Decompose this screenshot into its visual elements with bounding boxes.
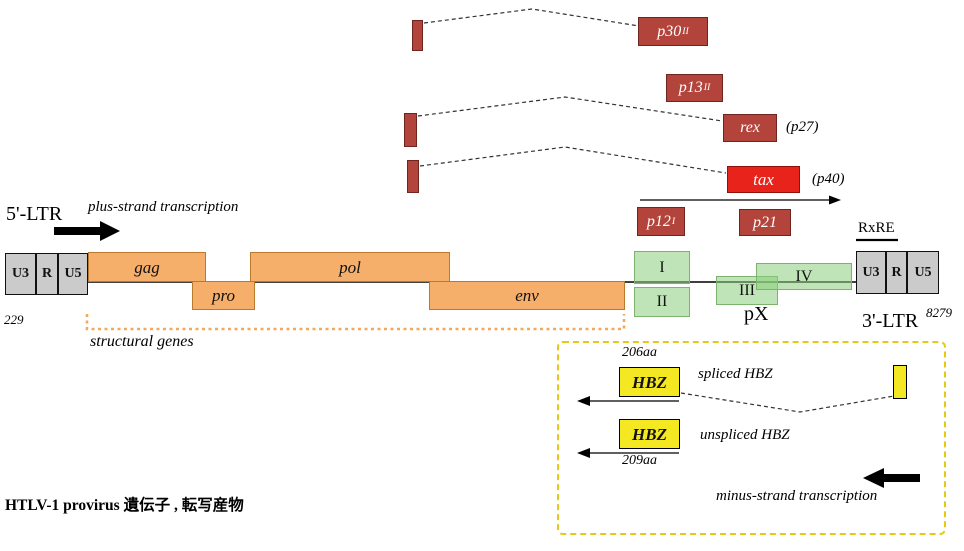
transcript-label-tax: tax (753, 170, 774, 189)
plus-strand-arrow (54, 221, 120, 241)
ltr-right-u5-label: U5 (914, 264, 932, 280)
right-coordinate: 8279 (926, 305, 952, 320)
gene-box-pol: pol (250, 252, 450, 282)
five-ltr-label: 5'-LTR (6, 203, 63, 225)
transcript-box-rex: rex (723, 114, 777, 142)
unspliced-hbz-box: HBZ (619, 419, 680, 449)
left-coordinate: 229 (4, 312, 24, 327)
splice-line-tax (419, 146, 727, 174)
exon-box-tax (407, 160, 419, 193)
ltr-right-u5: U5 (907, 251, 939, 294)
px-orf-1-label: I (659, 258, 665, 276)
ltr-left-u3: U3 (5, 253, 36, 295)
transcript-label-p30: p30 (657, 22, 682, 40)
px-orf-4: IV (756, 263, 852, 290)
spliced-hbz-box: HBZ (619, 367, 680, 397)
hbz-region-frame (557, 341, 946, 535)
minus-strand-label: minus-strand transcription (716, 488, 878, 504)
gene-box-pro: pro (192, 281, 255, 310)
transcript-label-p13: p13 (678, 79, 703, 96)
px-orf-2-label: II (656, 293, 668, 310)
ltr-right-r-label: R (891, 264, 902, 280)
ltr-left-u3-label: U3 (11, 266, 30, 281)
rxre-label: RxRE (858, 220, 895, 236)
px-orf-4-label: IV (795, 267, 813, 285)
structural-genes-bracket (85, 314, 626, 331)
ltr-right-r: R (886, 251, 907, 294)
unspliced-hbz-aa: 209aa (622, 453, 657, 468)
transcript-box-tax: tax (727, 166, 800, 193)
gene-box-gag: gag (88, 252, 206, 282)
tax-transcription-arrow (640, 195, 841, 205)
ltr-left-r: R (36, 253, 58, 295)
tax-protein-note: (p40) (812, 171, 845, 187)
gene-label-gag: gag (134, 257, 160, 277)
exon-box-rex (404, 113, 417, 147)
transcript-sup-p30: II (682, 25, 689, 37)
px-orf-3-label: III (739, 281, 755, 299)
gene-label-env: env (515, 286, 539, 305)
ltr-right-u3-label: U3 (862, 264, 880, 280)
hbz-exon-box (893, 365, 907, 399)
three-ltr-label: 3'-LTR (862, 310, 919, 332)
exon-box-p30 (412, 20, 423, 51)
structural-genes-label: structural genes (90, 333, 194, 350)
px-label: pX (744, 303, 769, 325)
ltr-left-u5-label: U5 (64, 266, 82, 281)
px-orf-1: I (634, 251, 690, 284)
plus-strand-label: plus-strand transcription (88, 199, 239, 215)
transcript-sup-p13: II (703, 82, 711, 94)
spliced-hbz-caption: spliced HBZ (698, 366, 773, 382)
spliced-hbz-label: HBZ (632, 372, 667, 392)
gene-label-pro: pro (212, 286, 235, 305)
transcript-label-p12: p12 (646, 212, 671, 230)
transcript-box-p21: p21 (739, 209, 791, 236)
transcript-label-p21: p21 (753, 213, 777, 231)
ltr-right-u3: U3 (856, 251, 886, 294)
gene-label-pol: pol (339, 257, 361, 277)
figure-title: HTLV-1 provirus 遺伝子 , 転写産物 (5, 497, 244, 514)
px-orf-2: II (634, 287, 690, 317)
transcript-sup-p12: I (671, 215, 676, 227)
spliced-hbz-aa: 206aa (622, 345, 657, 360)
splice-line-p30 (423, 8, 640, 27)
unspliced-hbz-caption: unspliced HBZ (700, 427, 790, 443)
rex-protein-note: (p27) (786, 119, 819, 135)
ltr-left-r-label: R (41, 266, 53, 281)
gene-box-env: env (429, 281, 625, 310)
ltr-left-u5: U5 (58, 253, 88, 295)
unspliced-hbz-label: HBZ (632, 424, 667, 444)
transcript-label-rex: rex (740, 119, 760, 136)
